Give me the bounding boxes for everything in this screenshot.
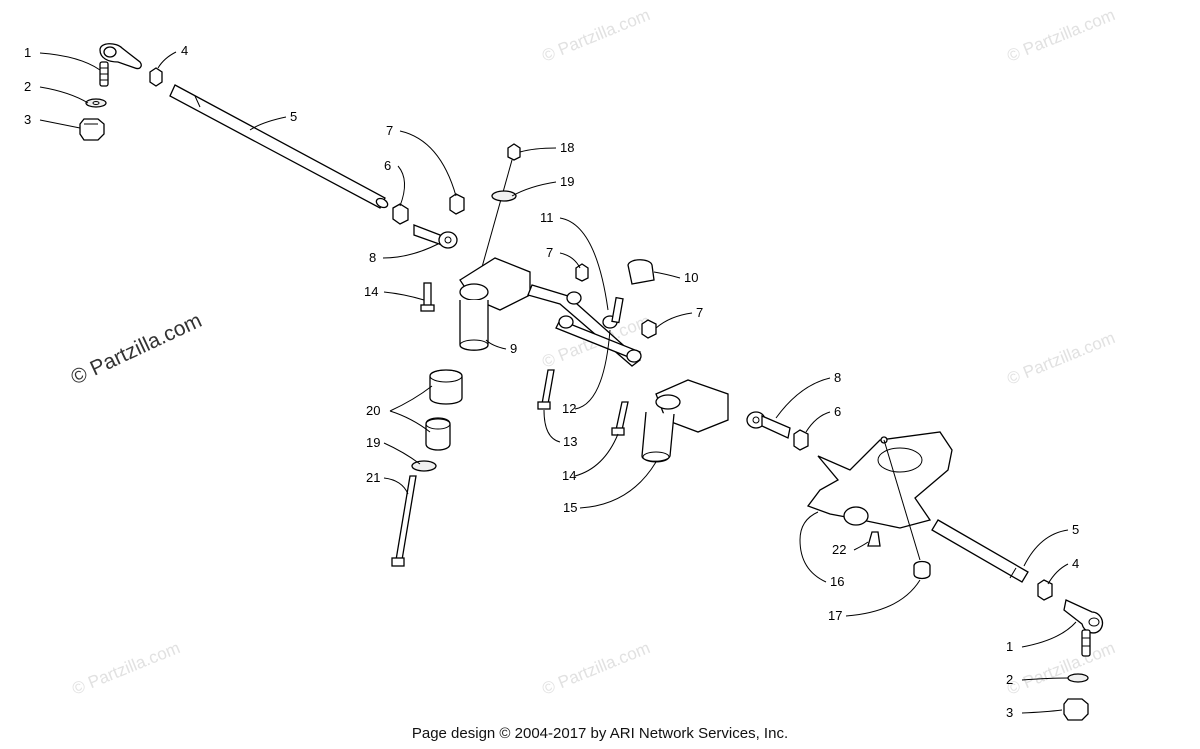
callout-7: 7 [546, 245, 553, 260]
rod-end-stud [1081, 629, 1091, 657]
bolt-part [541, 369, 555, 405]
watermark: © Partzilla.com [1004, 5, 1117, 66]
bolt-part [423, 282, 432, 308]
callout-20: 20 [366, 403, 380, 418]
steering-gear-housing [806, 431, 953, 529]
callout-7: 7 [696, 305, 703, 320]
callout-6: 6 [834, 404, 841, 419]
bolt-part [615, 401, 629, 431]
nut-part [1063, 698, 1089, 721]
callout-14: 14 [364, 284, 378, 299]
callout-2: 2 [1006, 672, 1013, 687]
callout-8: 8 [369, 250, 376, 265]
watermark: © Partzilla.com [539, 638, 652, 699]
callout-15: 15 [563, 500, 577, 515]
callout-4: 4 [181, 43, 188, 58]
fitting-part [867, 531, 881, 547]
callout-16: 16 [830, 574, 844, 589]
nut-part [79, 118, 105, 141]
leader-lines [39, 51, 1077, 714]
washer-part [411, 460, 437, 472]
callout-1: 1 [24, 45, 31, 60]
tie-rod-tube [931, 519, 1029, 583]
washer-part [491, 190, 517, 202]
page-footer: Page design © 2004-2017 by ARI Network S… [412, 725, 788, 742]
callout-2: 2 [24, 79, 31, 94]
callout-14: 14 [562, 468, 576, 483]
callout-18: 18 [560, 140, 574, 155]
tie-rod-right [746, 411, 1104, 721]
rod-end-part [1063, 599, 1104, 634]
watermark-main: © Partzilla.com [67, 309, 205, 390]
callouts: 1 2 3 4 5 7 6 8 18 19 11 7 10 14 7 9 8 2… [24, 43, 1079, 720]
steering-shaft-center [391, 143, 729, 567]
callout-11: 11 [540, 210, 554, 225]
callout-9: 9 [510, 341, 517, 356]
nut-part [641, 319, 657, 339]
callout-19: 19 [560, 174, 574, 189]
callout-5: 5 [290, 109, 297, 124]
jam-nut-part [149, 67, 163, 87]
callout-12: 12 [562, 401, 576, 416]
jam-nut-part [793, 429, 809, 451]
cap-part [627, 259, 655, 285]
callout-21: 21 [366, 470, 380, 485]
nut-part [575, 263, 589, 282]
watermark: © Partzilla.com [1004, 638, 1117, 699]
callout-13: 13 [563, 434, 577, 449]
washer-part [85, 98, 107, 108]
tie-rod-tube [169, 84, 386, 209]
bushing-part [425, 417, 451, 451]
watermark: © Partzilla.com [539, 5, 652, 66]
jam-nut-part [1037, 579, 1053, 601]
idler-tube [641, 411, 675, 462]
jam-nut-part [392, 203, 409, 225]
callout-10: 10 [684, 270, 698, 285]
pivot-tube [459, 300, 489, 351]
callout-4: 4 [1072, 556, 1079, 571]
callout-3: 3 [1006, 705, 1013, 720]
rod-end-part [438, 231, 458, 249]
bracket-hole [459, 283, 489, 301]
cap-part [913, 560, 931, 580]
callout-1: 1 [1006, 639, 1013, 654]
callout-22: 22 [832, 542, 846, 557]
callout-6: 6 [384, 158, 391, 173]
nut-part [449, 193, 465, 215]
callout-5: 5 [1072, 522, 1079, 537]
tie-rod-upper-left [79, 43, 465, 312]
callout-3: 3 [24, 112, 31, 127]
bushing-part [429, 369, 463, 405]
rod-end-stud [761, 415, 791, 439]
rod-end-stud [413, 224, 443, 246]
watermarks: © Partzilla.com © Partzilla.com © Partzi… [67, 5, 1117, 699]
rod-end-eye [103, 46, 117, 58]
callout-19: 19 [366, 435, 380, 450]
watermark: © Partzilla.com [69, 638, 182, 699]
watermark: © Partzilla.com [1004, 328, 1117, 389]
nut-part [507, 143, 521, 161]
long-bolt [395, 475, 417, 561]
housing-port [843, 506, 869, 526]
washer-part [1067, 673, 1089, 683]
callout-7: 7 [386, 123, 393, 138]
callout-17: 17 [828, 608, 842, 623]
callout-8: 8 [834, 370, 841, 385]
